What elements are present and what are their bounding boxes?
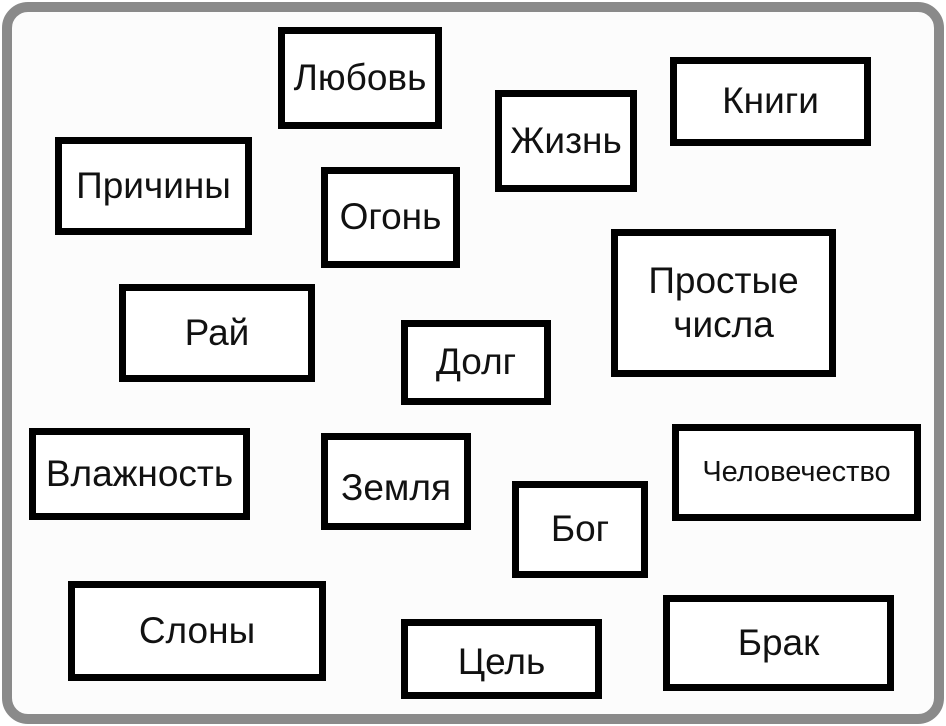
word-label: Цель (457, 640, 546, 682)
word-box-humidity: Влажность (29, 428, 250, 520)
word-box-love: Любовь (278, 27, 442, 129)
word-box-marriage: Брак (663, 595, 894, 691)
word-label: Рай (184, 311, 250, 353)
word-box-earth: Земля (321, 433, 471, 530)
word-label: Влажность (45, 452, 234, 494)
word-label: Причины (76, 164, 231, 206)
word-label: Человечество (702, 456, 891, 489)
word-label: Брак (737, 621, 820, 663)
word-label: Книги (722, 80, 819, 122)
word-label: Любовь (293, 56, 427, 98)
word-box-duty: Долг (401, 320, 551, 405)
word-label: Огонь (339, 196, 442, 238)
word-box-humanity: Человечество (672, 424, 921, 521)
word-label: Земля (341, 467, 451, 509)
word-label: Долг (435, 341, 517, 383)
word-box-god: Бог (512, 481, 648, 578)
word-label: Жизнь (510, 119, 622, 161)
word-box-elephants: Слоны (68, 581, 326, 681)
word-label-line: Простые (648, 259, 799, 301)
word-box-goal: Цель (401, 619, 602, 699)
word-label: Бог (550, 508, 610, 550)
word-box-books: Книги (670, 57, 871, 146)
word-label-line: числа (673, 304, 774, 345)
word-box-fire: Огонь (321, 167, 460, 268)
word-label: Слоны (138, 609, 256, 651)
word-box-reasons: Причины (55, 137, 252, 235)
word-box-life: Жизнь (495, 90, 637, 192)
word-box-paradise: Рай (119, 284, 315, 382)
